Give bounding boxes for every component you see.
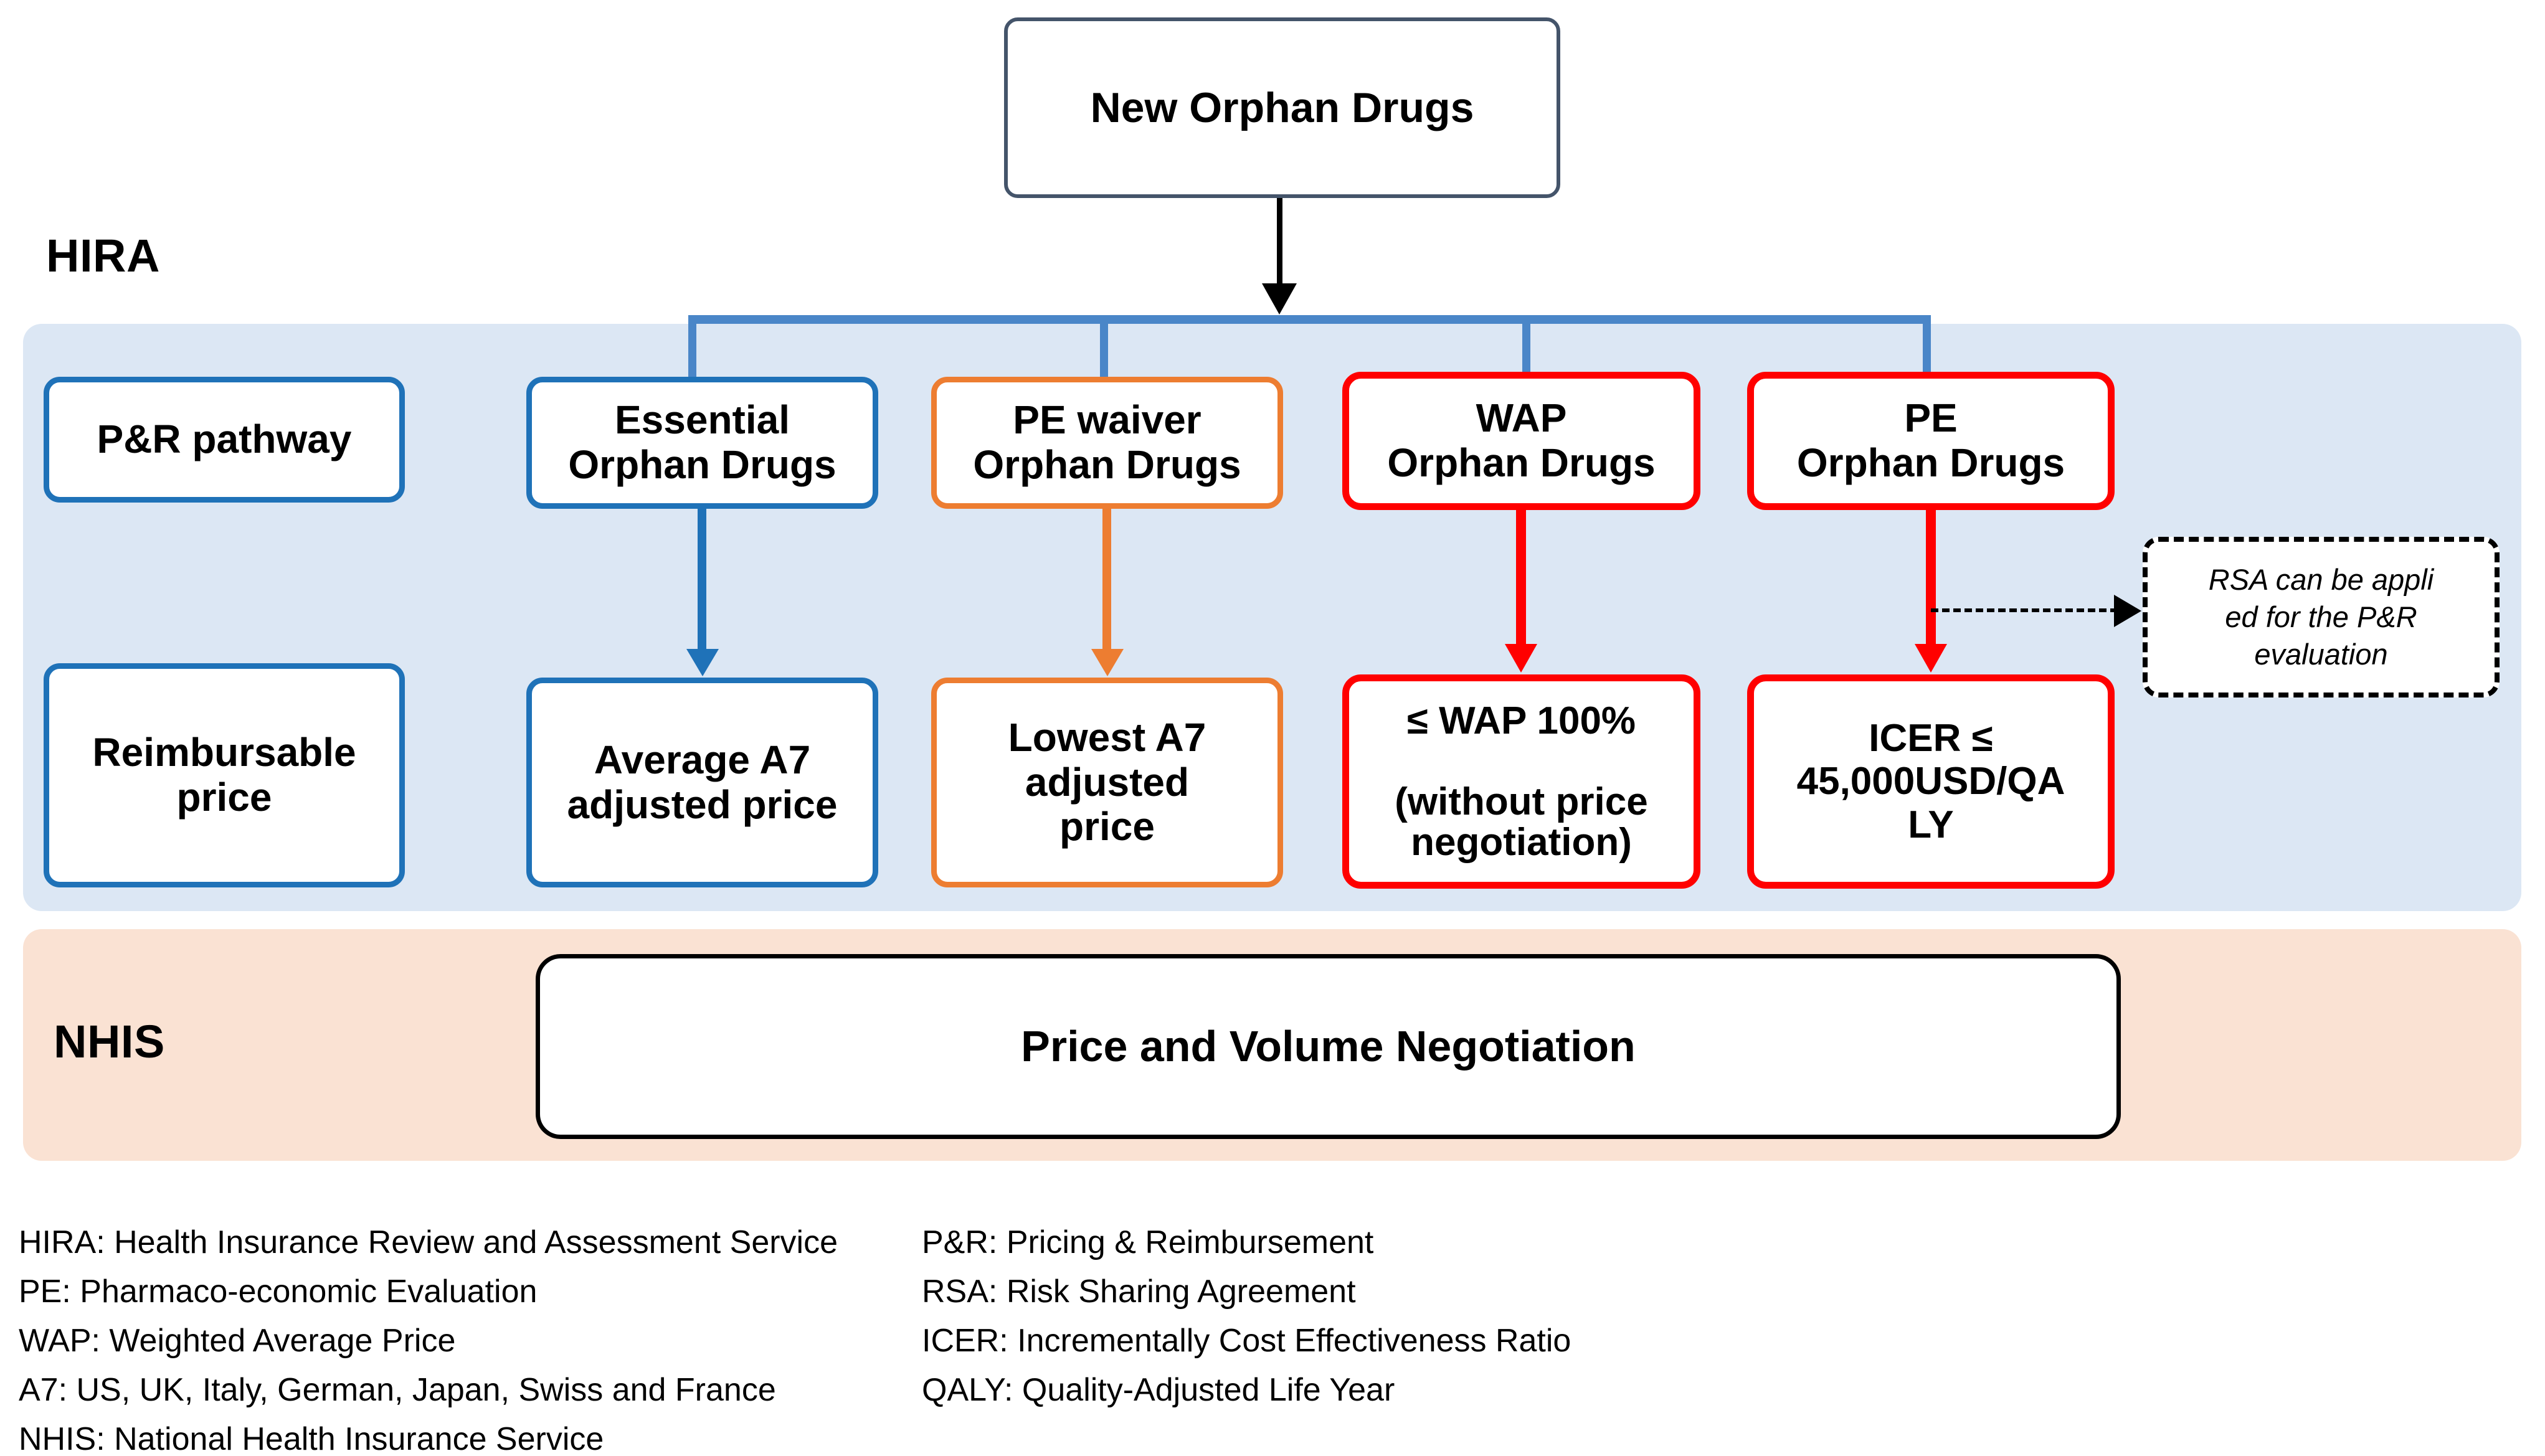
arrow-down-pe-icon [1915, 644, 1947, 673]
hira-section-label: HIRA [46, 230, 160, 281]
connector-wap [1516, 510, 1526, 646]
nhis-section-label: NHIS [54, 1016, 165, 1067]
node-pe-orphan-drugs[interactable]: PE Orphan Drugs [1747, 372, 2115, 510]
branch-drop-pe [1923, 315, 1931, 377]
connector-pe-waiver [1102, 509, 1111, 651]
legend-column-right: P&R: Pricing & Reimbursement RSA: Risk S… [922, 1218, 1918, 1456]
node-wap-price-rule[interactable]: ≤ WAP 100% (without price negotiation) [1342, 674, 1700, 889]
legend: HIRA: Health Insurance Review and Assess… [19, 1218, 2510, 1456]
arrow-down-wap-icon [1505, 644, 1537, 673]
legend-item: ICER: Incrementally Cost Effectiveness R… [922, 1323, 1571, 1359]
legend-item: P&R: Pricing & Reimbursement [922, 1224, 1374, 1260]
arrow-down-essential-icon [686, 649, 719, 676]
rsa-arrow-head-icon [2114, 595, 2141, 627]
node-reimbursable-price[interactable]: Reimbursable price [44, 663, 405, 887]
legend-item: NHIS: National Health Insurance Service [19, 1421, 604, 1456]
main-arrow-down-icon [1262, 283, 1297, 314]
branch-drop-pe-waiver [1100, 315, 1108, 377]
branch-bar [688, 315, 1931, 324]
legend-item: PE: Pharmaco-economic Evaluation [19, 1274, 538, 1310]
node-rsa-note[interactable]: RSA can be appli ed for the P&R evaluati… [2143, 537, 2500, 697]
rsa-dashed-connector [1931, 608, 2118, 612]
connector-pe [1926, 510, 1936, 646]
main-stem-line [1277, 198, 1282, 295]
legend-item: HIRA: Health Insurance Review and Assess… [19, 1224, 838, 1260]
branch-drop-wap [1522, 315, 1530, 377]
node-pr-pathway[interactable]: P&R pathway [44, 377, 405, 503]
node-essential-orphan-drugs[interactable]: Essential Orphan Drugs [526, 377, 878, 509]
node-wap-orphan-drugs[interactable]: WAP Orphan Drugs [1342, 372, 1700, 510]
node-pe-waiver-orphan-drugs[interactable]: PE waiver Orphan Drugs [931, 377, 1283, 509]
legend-item: A7: US, UK, Italy, German, Japan, Swiss … [19, 1372, 776, 1409]
legend-item: WAP: Weighted Average Price [19, 1323, 456, 1359]
node-average-a7-adjusted-price[interactable]: Average A7 adjusted price [526, 678, 878, 887]
connector-essential [698, 509, 706, 651]
arrow-down-pe-waiver-icon [1091, 649, 1124, 676]
node-icer-threshold[interactable]: ICER ≤ 45,000USD/QA LY [1747, 674, 2115, 889]
legend-item: QALY: Quality-Adjusted Life Year [922, 1372, 1395, 1409]
legend-column-left: HIRA: Health Insurance Review and Assess… [19, 1218, 922, 1456]
node-new-orphan-drugs[interactable]: New Orphan Drugs [1004, 17, 1560, 198]
branch-drop-essential [688, 315, 696, 377]
node-lowest-a7-adjusted-price[interactable]: Lowest A7 adjusted price [931, 678, 1283, 887]
legend-item: RSA: Risk Sharing Agreement [922, 1274, 1356, 1310]
node-price-volume-negotiation[interactable]: Price and Volume Negotiation [536, 954, 2121, 1139]
